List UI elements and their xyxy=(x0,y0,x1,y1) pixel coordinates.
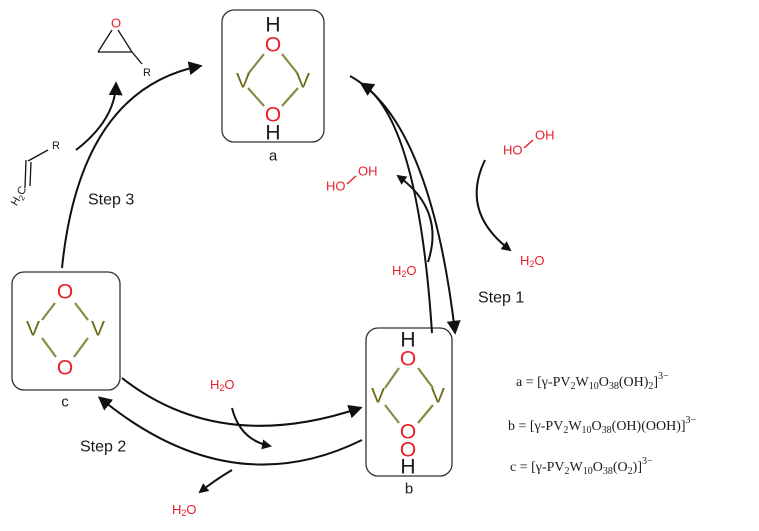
oxygen-atom: O xyxy=(57,281,73,304)
step3-label: Step 3 xyxy=(88,192,134,209)
molecule-text: H2O xyxy=(392,263,417,280)
bond xyxy=(41,337,57,358)
bond xyxy=(417,404,434,424)
peroxide-in-arrow xyxy=(475,159,512,252)
bond xyxy=(417,367,434,389)
bond xyxy=(97,29,113,53)
bond xyxy=(247,87,265,107)
molecule-text: OH xyxy=(358,164,378,179)
hydrogen-atom: H xyxy=(265,14,280,37)
vanadium-atom: V xyxy=(26,318,40,341)
alkene-substrate: R H2C xyxy=(9,140,60,208)
bond xyxy=(131,51,143,65)
hydrogen-atom: H xyxy=(400,329,415,352)
species-b: H O V V O O H b xyxy=(365,327,453,498)
water-out-bottom: H2O xyxy=(172,502,197,519)
bond xyxy=(41,302,56,321)
bond xyxy=(73,337,89,358)
formula-c: c = [γ-PV2W10O38(O2)]3− xyxy=(510,456,653,477)
bond xyxy=(24,159,27,189)
step3-arrow xyxy=(61,61,203,269)
molecule-text: H2O xyxy=(172,502,197,519)
water-out-right: H2O xyxy=(520,253,545,270)
oxygen-atom: O xyxy=(265,34,281,57)
bond xyxy=(29,161,32,187)
hydrogen-atom: H xyxy=(265,122,280,145)
vanadium-atom: V xyxy=(236,70,250,93)
epoxide-product-arrow xyxy=(75,81,123,151)
water-in-arrow xyxy=(231,407,272,450)
formula-legend: a = [γ-PV2W10O38(OH)2]3− b = [γ-PV2W10O3… xyxy=(508,371,697,477)
bond xyxy=(384,404,400,424)
bond xyxy=(27,149,49,162)
bond xyxy=(117,29,133,53)
formula-b: b = [γ-PV2W10O38(OH)(OOH)]3− xyxy=(508,415,697,436)
step2-forward-arrow xyxy=(121,377,363,427)
substituent-r: R xyxy=(143,67,151,79)
bond xyxy=(247,53,265,75)
oxygen-atom: O xyxy=(400,348,416,371)
water-in-step2: H2O xyxy=(210,377,235,394)
bond xyxy=(346,175,357,185)
species-a: H O V V O H a xyxy=(221,9,325,165)
molecule-text: HO xyxy=(326,179,346,194)
vanadium-atom: V xyxy=(431,385,445,408)
species-c-box xyxy=(11,271,121,391)
hydrogen-peroxide-out: HO OH xyxy=(326,164,378,194)
epoxide-oxygen: O xyxy=(111,16,121,31)
oxygen-atom: O xyxy=(57,357,73,380)
molecule-text: H2O xyxy=(520,253,545,270)
hydrogen-peroxide-in: HO OH xyxy=(503,128,555,158)
water-out-arrow xyxy=(198,469,233,494)
bond xyxy=(281,53,299,75)
step1-reverse-arrow xyxy=(359,82,433,334)
molecule-text: HO xyxy=(503,143,523,158)
species-c: O V V O c xyxy=(11,271,121,411)
species-b-label: b xyxy=(405,481,413,498)
molecule-text: OH xyxy=(535,128,555,143)
oxygen-atom: O xyxy=(265,104,281,127)
step1-forward-arrow xyxy=(349,75,461,335)
bond xyxy=(523,139,534,149)
species-a-box xyxy=(221,9,325,143)
vanadium-atom: V xyxy=(91,318,105,341)
hydrogen-atom: H xyxy=(400,456,415,479)
species-c-label: c xyxy=(61,394,69,411)
vanadium-atom: V xyxy=(371,385,385,408)
vanadium-atom: V xyxy=(296,70,310,93)
step2-reverse-arrow xyxy=(97,396,363,466)
bond xyxy=(384,367,400,389)
species-a-label: a xyxy=(269,148,278,165)
epoxide-product: O R xyxy=(97,16,151,79)
substituent-r: R xyxy=(52,140,60,152)
molecule-text: H2O xyxy=(210,377,235,394)
step2-label: Step 2 xyxy=(80,439,126,456)
formula-a: a = [γ-PV2W10O38(OH)2]3− xyxy=(516,371,669,392)
bond xyxy=(74,302,89,321)
bond xyxy=(281,87,299,107)
peroxide-out-arrow xyxy=(396,174,434,263)
ch2-label: H2C xyxy=(9,184,31,208)
oxygen-atom: O xyxy=(400,439,416,462)
water-in-step1: H2O xyxy=(392,263,417,280)
step1-label: Step 1 xyxy=(478,290,524,307)
oxygen-atom: O xyxy=(400,421,416,444)
species-b-box xyxy=(365,327,453,477)
